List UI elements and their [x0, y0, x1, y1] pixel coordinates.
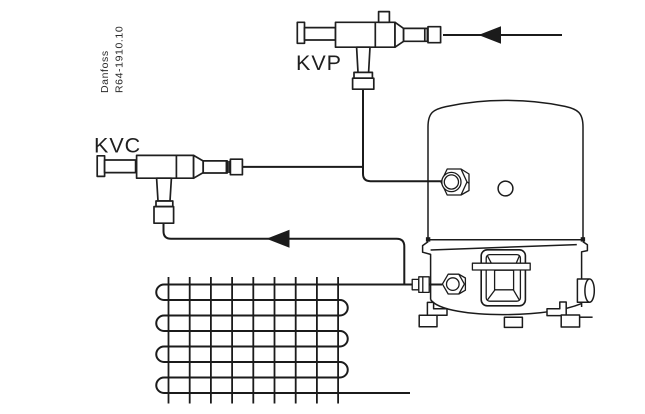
kvp-stem-connector: [351, 77, 375, 91]
kvp-stem: [355, 46, 371, 74]
foot-left: [418, 314, 438, 328]
kvc-nose: [192, 154, 205, 180]
kvp-nose: [394, 21, 405, 49]
foot-middle: [503, 316, 524, 329]
side-port: [576, 278, 596, 303]
kvp-left-pipe: [303, 26, 337, 41]
shell-weld-dot-right: [580, 237, 586, 242]
kvp-body: [334, 21, 396, 49]
kvc-right-end: [229, 158, 244, 176]
kvc-body: [135, 154, 195, 180]
compressor-lower-housing: [418, 240, 593, 329]
doc-number-text: R64-1910.10: [114, 26, 126, 93]
kvp-right-end: [427, 25, 442, 44]
lower-service-fitting-icon: [411, 273, 467, 295]
kvc-left-flange: [96, 154, 106, 178]
kvc-label: KVC: [94, 134, 141, 158]
foot-right: [560, 314, 581, 328]
compressor-shell: [427, 99, 584, 240]
brand-text: Danfoss: [99, 50, 111, 93]
evaporator-coil: [155, 277, 413, 404]
kvp-valve: [296, 10, 442, 91]
terminal-box-bar: [471, 262, 531, 271]
kvc-valve: [96, 154, 244, 225]
flare-nut-large: [418, 276, 430, 294]
kvc-stem-connector: [153, 205, 175, 225]
upper-service-fitting-icon: [440, 168, 470, 196]
kvp-top-cap: [377, 10, 391, 24]
kvp-label: KVP: [296, 51, 342, 75]
top-flow-line: [443, 26, 562, 44]
kvp-stem-nut: [353, 71, 374, 80]
evaporator-fins: [167, 277, 340, 404]
piping: [162, 89, 442, 286]
terminal-box: [471, 249, 531, 307]
kvc-stem: [155, 177, 173, 202]
mount-bracket-right: [546, 301, 567, 317]
kvp-discharge-drop: [362, 89, 441, 183]
compressor: [411, 99, 596, 329]
kvc-left-pipe: [103, 159, 137, 174]
flow-arrow-top-icon: [478, 26, 501, 44]
flare-nut-small: [411, 278, 420, 291]
title-block: Danfoss R64-1910.10: [99, 26, 126, 93]
kvp-left-flange: [296, 21, 306, 45]
evaporator-tube: [155, 283, 413, 394]
flow-arrow-bypass-icon: [266, 229, 290, 248]
shell-weld-dot-left: [425, 237, 431, 242]
shell-plug: [497, 180, 514, 197]
kvc-right-pipe: [202, 160, 229, 174]
